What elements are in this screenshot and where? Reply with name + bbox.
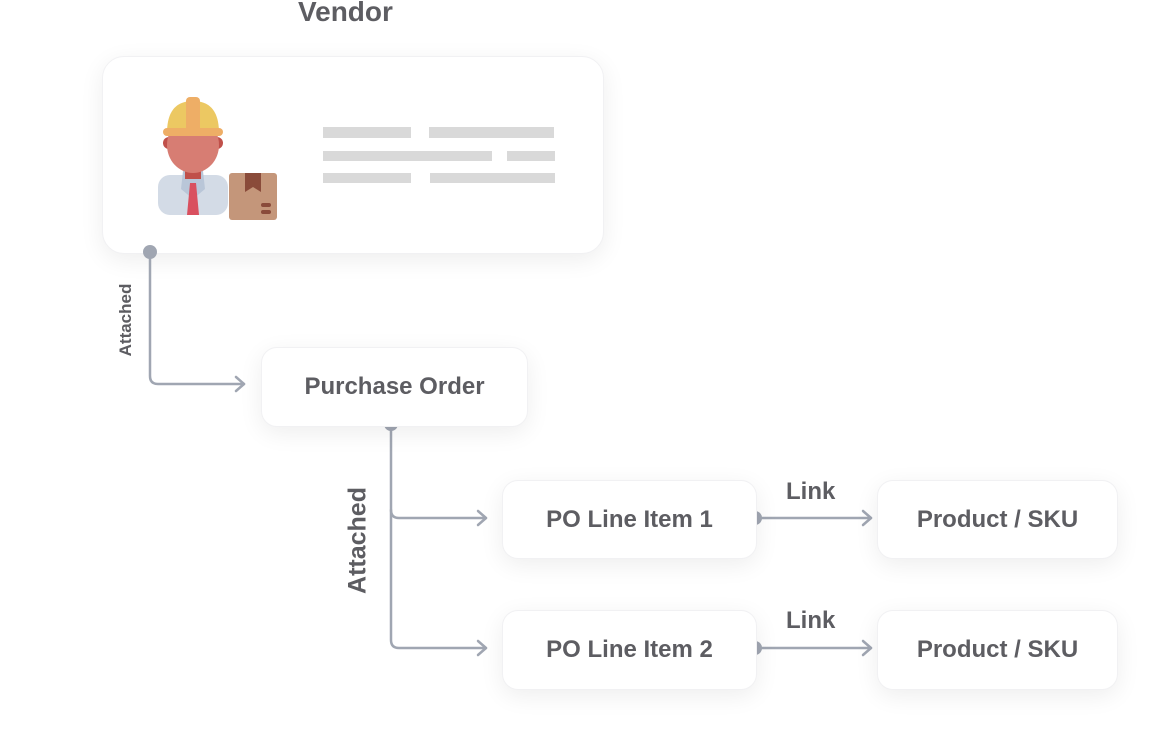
- placeholder-line: [429, 127, 554, 138]
- placeholder-line: [323, 127, 411, 138]
- node-po-line-item-2[interactable]: PO Line Item 2: [502, 610, 757, 690]
- connector-po-line1: [389, 508, 488, 520]
- placeholder-line: [430, 173, 555, 183]
- connector-dot: [143, 245, 157, 259]
- edge-label-attached: Attached: [116, 283, 135, 357]
- arrow-head: [476, 509, 488, 527]
- arrow-head: [861, 509, 873, 527]
- node-product-sku-2[interactable]: Product / SKU: [877, 610, 1118, 690]
- connector-po-lines: [389, 422, 488, 650]
- node-purchase-order[interactable]: Purchase Order: [261, 347, 528, 427]
- node-product-sku-1[interactable]: Product / SKU: [877, 480, 1118, 559]
- vendor-worker-with-box-icon: [158, 97, 277, 220]
- arrow-head: [861, 639, 873, 657]
- edge-label-link: Link: [786, 478, 836, 505]
- edge-label-attached: Attached: [343, 487, 372, 594]
- vendor-card[interactable]: [102, 56, 604, 254]
- placeholder-line: [323, 173, 411, 183]
- vendor-title: Vendor: [298, 0, 393, 27]
- arrow-head: [234, 375, 246, 393]
- node-po-line-item-1[interactable]: PO Line Item 1: [502, 480, 757, 559]
- arrow-head: [476, 639, 488, 657]
- placeholder-line: [323, 151, 492, 161]
- edge-label-link: Link: [786, 607, 836, 634]
- placeholder-line: [507, 151, 555, 161]
- connector-vendor-po: [148, 250, 246, 386]
